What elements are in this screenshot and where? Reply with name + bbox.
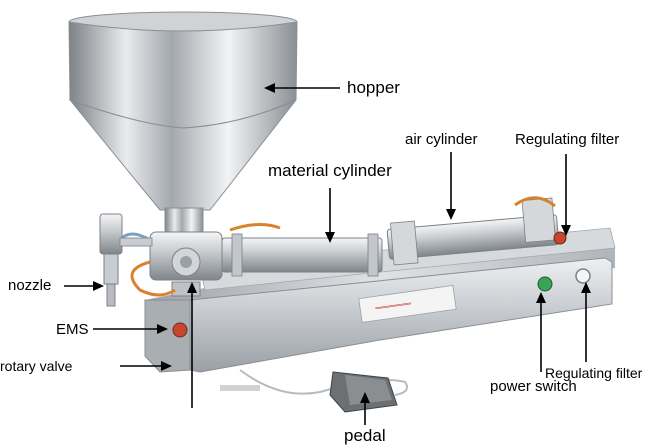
foot-pedal xyxy=(329,371,398,413)
ems-button xyxy=(172,322,188,338)
label-regulating-filter-bottom: Regulating filter xyxy=(545,365,643,381)
nozzle-assembly xyxy=(99,213,153,307)
label-rotary-valve: rotary valve xyxy=(0,358,73,374)
label-regulating-filter-top: Regulating filter xyxy=(515,131,620,148)
air-cylinder-body xyxy=(386,196,567,266)
label-material-cylinder: material cylinder xyxy=(268,161,392,180)
label-nozzle: nozzle xyxy=(8,277,52,294)
label-pedal: pedal xyxy=(344,426,386,445)
pressure-gauge xyxy=(575,268,591,284)
material-cylinder-body xyxy=(221,233,383,277)
power-switch-knob xyxy=(537,276,553,292)
label-ems: EMS xyxy=(56,321,89,338)
base-cabinet: ══════════ xyxy=(144,248,615,391)
callout-arrows xyxy=(64,83,591,425)
label-power-switch: power switch xyxy=(490,378,577,395)
label-air-cylinder: air cylinder xyxy=(405,131,478,148)
hopper-body xyxy=(68,11,298,237)
label-hopper: hopper xyxy=(347,78,400,97)
